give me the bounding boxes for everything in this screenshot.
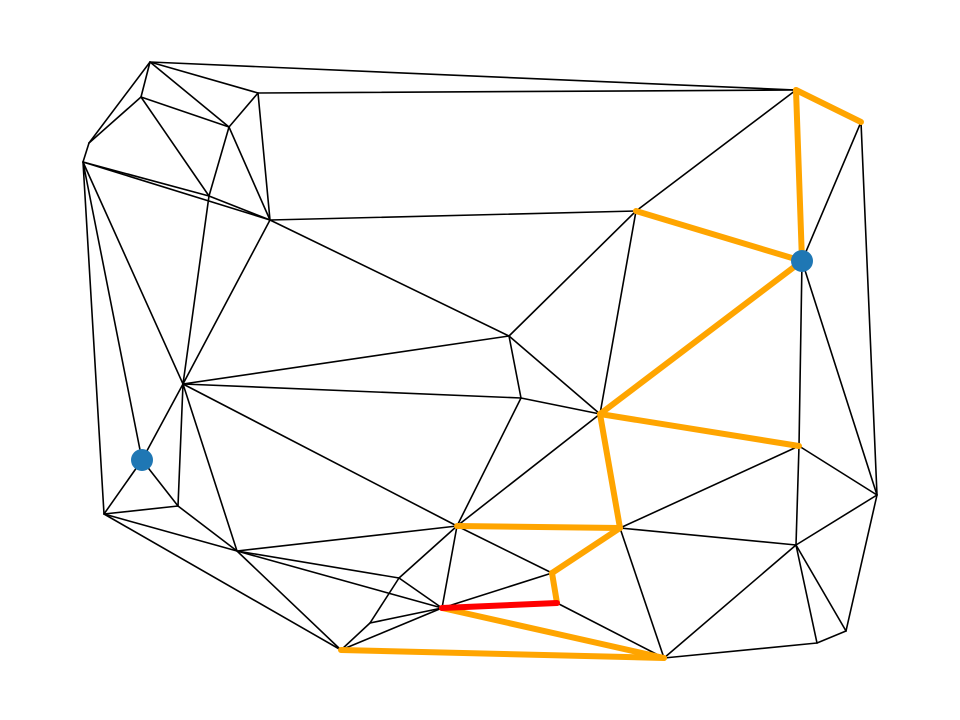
graph-edge [228,92,259,128]
graph-edge [182,219,271,385]
graph-edge [801,121,862,262]
path-edge [597,258,805,417]
graph-edge [369,607,443,624]
graph-edge [82,142,90,163]
graph-edge [619,527,665,659]
graph-edge [208,195,271,221]
graph-edge [845,494,878,632]
graph-edge [236,525,458,552]
graph-edge [798,445,878,496]
graph-edge [269,219,510,337]
graph-edge [599,210,637,415]
graph-edge [795,544,847,632]
graph-edge [398,577,443,609]
highlighted-edge-layer [439,600,560,611]
graph-edge [663,642,818,659]
graph-edge [182,383,522,399]
graph-edge [149,61,797,91]
graph-edge [556,602,665,659]
graph-edge [177,505,238,552]
graph-edge [208,126,230,197]
edges-layer [82,61,878,659]
graph-edge [619,527,797,546]
graph-edge [82,161,184,385]
path-edge [549,570,560,606]
graph-edge [82,161,105,515]
graph-edge [369,577,400,624]
graph-edge [441,572,553,609]
graph-edge [635,89,797,212]
highlighted-edge [439,600,560,611]
graph-edge [801,260,878,496]
graph-edge [182,335,510,385]
graph-edge [236,550,342,651]
graph-edge [103,505,179,515]
graph-edge [257,89,797,94]
graph-edge [140,96,210,197]
graph-edge [182,383,458,527]
path-edge [793,87,805,264]
path-edge [338,647,667,661]
path-edge [439,605,667,661]
path-edge [597,411,802,449]
graph-edge [441,525,458,609]
graph-edge [103,513,342,651]
graph-edge [816,630,847,644]
graph-edge [340,607,443,651]
graph-edge [795,445,800,546]
graph-edge [269,210,637,221]
marked-node [131,449,153,471]
graph-edge [398,525,458,579]
graph-edge [508,335,601,415]
graph-edge [795,544,818,644]
graph-edge [257,92,271,221]
graph-edge [182,195,210,385]
graph-edge [182,383,238,552]
graph-edge [508,210,637,337]
graph-edge [520,397,601,415]
graph-edge [456,525,553,574]
graph-edge [82,161,143,461]
graph-edge [149,61,259,94]
graph-edge [82,161,210,197]
graph-edge [795,494,878,546]
graph-edge [798,260,803,447]
graph-edge [140,61,151,98]
graph-edge [141,383,184,461]
graph-edge [140,96,230,128]
graph-edge [88,61,151,144]
graph-edge [103,459,143,515]
highlighted-path-layer [338,87,864,661]
graph-edge [177,383,184,507]
path-edge [633,208,805,264]
path-edge [549,525,623,576]
graph-edge [456,397,522,527]
path-edge [454,523,623,531]
graph-edge [228,126,271,221]
graph-edge [82,161,271,221]
marked-node [791,250,813,272]
graph-edge [456,413,601,527]
graph-edge [103,513,238,552]
path-edge [793,87,864,125]
graph-edge [236,550,443,609]
marked-nodes-layer [131,250,813,471]
graph-edge [88,96,142,144]
graph-edge [619,445,800,529]
graph-edge [860,121,878,496]
graph-edge [149,61,230,128]
graph-edge [663,544,797,659]
graph-edge [236,550,400,579]
graph-edge [508,335,522,399]
graph-edge [340,622,371,651]
path-edge [597,411,623,531]
